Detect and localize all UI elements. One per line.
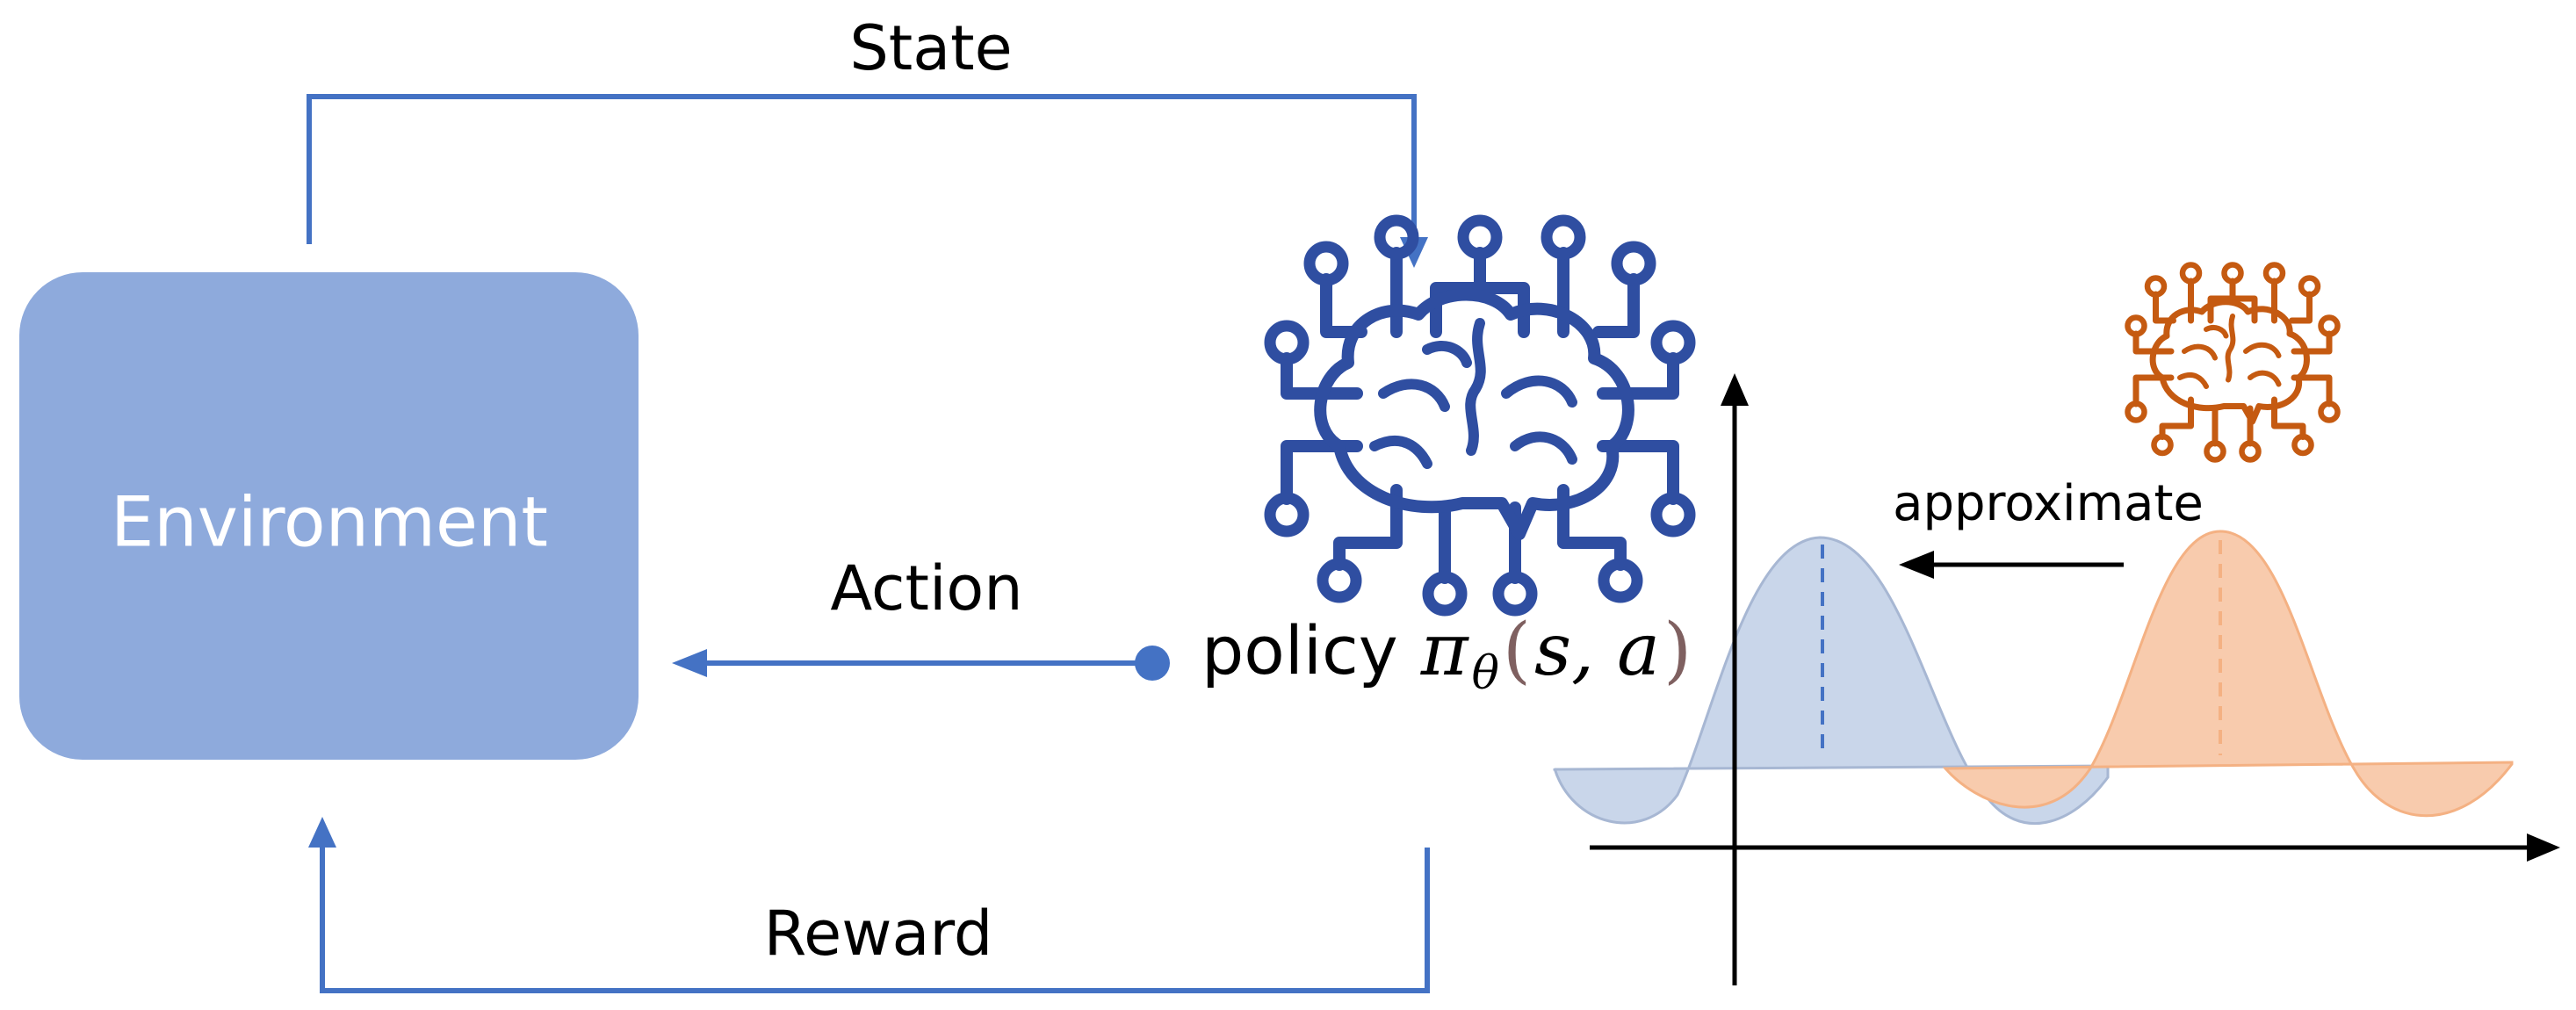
state-arrow [307, 94, 1428, 268]
orange-target-curve [1942, 530, 2514, 818]
environment-label: Environment [111, 483, 548, 562]
reward-label: Reward [764, 898, 993, 970]
policy-word: policy [1201, 611, 1398, 689]
state-label: State [849, 12, 1012, 84]
brain-circuit-icon [1270, 220, 1690, 610]
policy-pi-symbol: π [1420, 609, 1470, 692]
action-label: Action [830, 552, 1022, 624]
policy-arguments: s, a [1534, 609, 1660, 692]
approximate-label: approximate [1893, 475, 2204, 532]
approximate-arrow [1899, 551, 2124, 579]
action-arrow [672, 646, 1170, 681]
policy-label: policy π θ ( s, a ) [1201, 609, 1692, 700]
brain-circuit-icon [2128, 265, 2338, 460]
policy-close-paren: ) [1663, 609, 1692, 692]
blue-policy-curve [1553, 536, 2110, 826]
environment-box [19, 272, 639, 760]
policy-theta-subscript: θ [1472, 647, 1499, 700]
plot-axes [1590, 373, 2560, 985]
reward-arrow [308, 817, 1430, 993]
policy-open-paren: ( [1503, 609, 1531, 692]
